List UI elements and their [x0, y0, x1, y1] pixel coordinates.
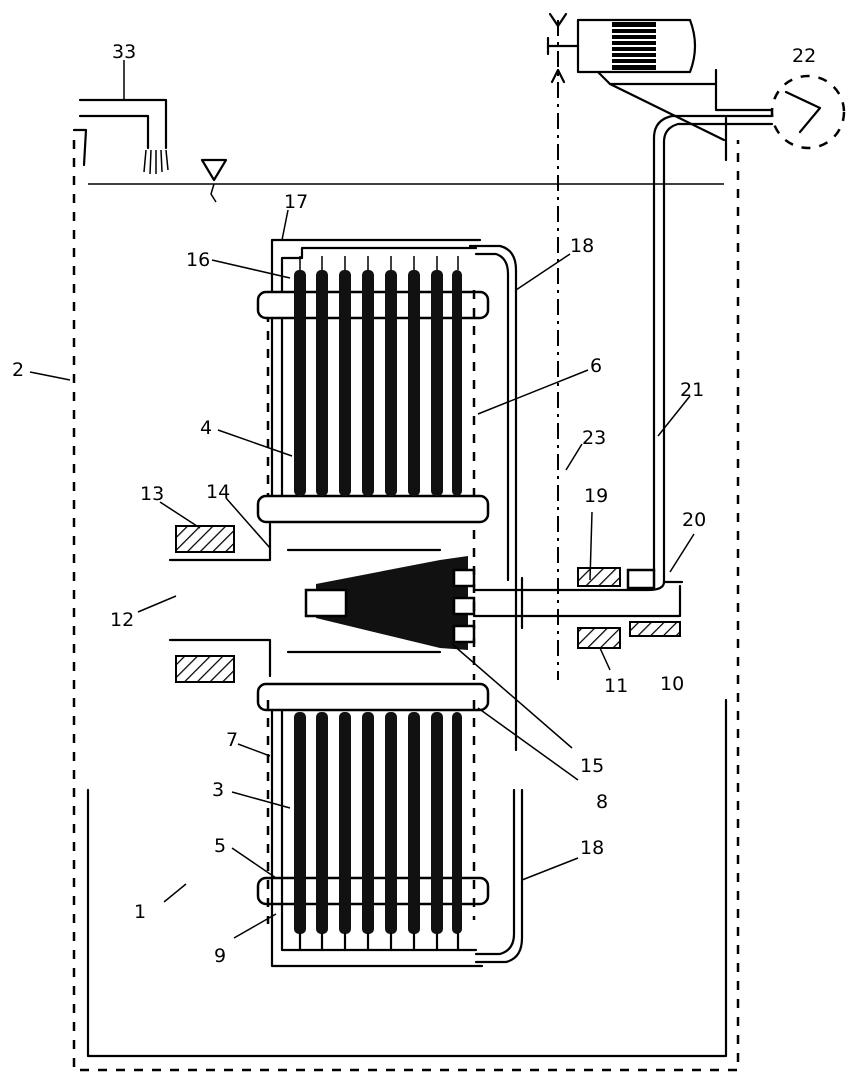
label-23: 23 [582, 427, 606, 449]
label-16: 16 [186, 249, 210, 271]
collector-pipe [472, 576, 682, 630]
lower-module [256, 682, 490, 968]
label-8: 8 [596, 791, 608, 813]
label-21: 21 [680, 379, 704, 401]
label-17: 17 [284, 191, 308, 213]
label-12: 12 [110, 609, 134, 631]
label-13: 13 [140, 483, 164, 505]
air-pipe [546, 12, 580, 680]
label-33: 33 [112, 41, 136, 63]
motor-pump-unit [576, 18, 846, 150]
label-14: 14 [206, 481, 230, 503]
label-18-top: 18 [570, 235, 594, 257]
label-19: 19 [584, 485, 608, 507]
label-9: 9 [214, 945, 226, 967]
reference-labels: 33 22 17 18 16 2 6 21 4 23 19 13 14 20 1… [12, 41, 816, 967]
label-22: 22 [792, 45, 816, 67]
label-4: 4 [200, 417, 212, 439]
label-6: 6 [590, 355, 602, 377]
label-7: 7 [226, 729, 238, 751]
tank [72, 116, 740, 1072]
leader-lines [29, 60, 695, 939]
label-18-bottom: 18 [580, 837, 604, 859]
suction-pipe [652, 114, 774, 584]
center-chamber [168, 522, 681, 683]
label-20: 20 [682, 509, 706, 531]
label-3: 3 [212, 779, 224, 801]
label-11: 11 [604, 675, 628, 697]
spray-nozzle [78, 98, 169, 175]
label-15: 15 [580, 755, 604, 777]
upper-module [256, 238, 490, 524]
label-2: 2 [12, 359, 24, 381]
water-level [88, 158, 724, 203]
label-5: 5 [214, 835, 226, 857]
label-10: 10 [660, 673, 684, 695]
outlet-pipe [468, 244, 524, 964]
label-1: 1 [134, 901, 146, 923]
